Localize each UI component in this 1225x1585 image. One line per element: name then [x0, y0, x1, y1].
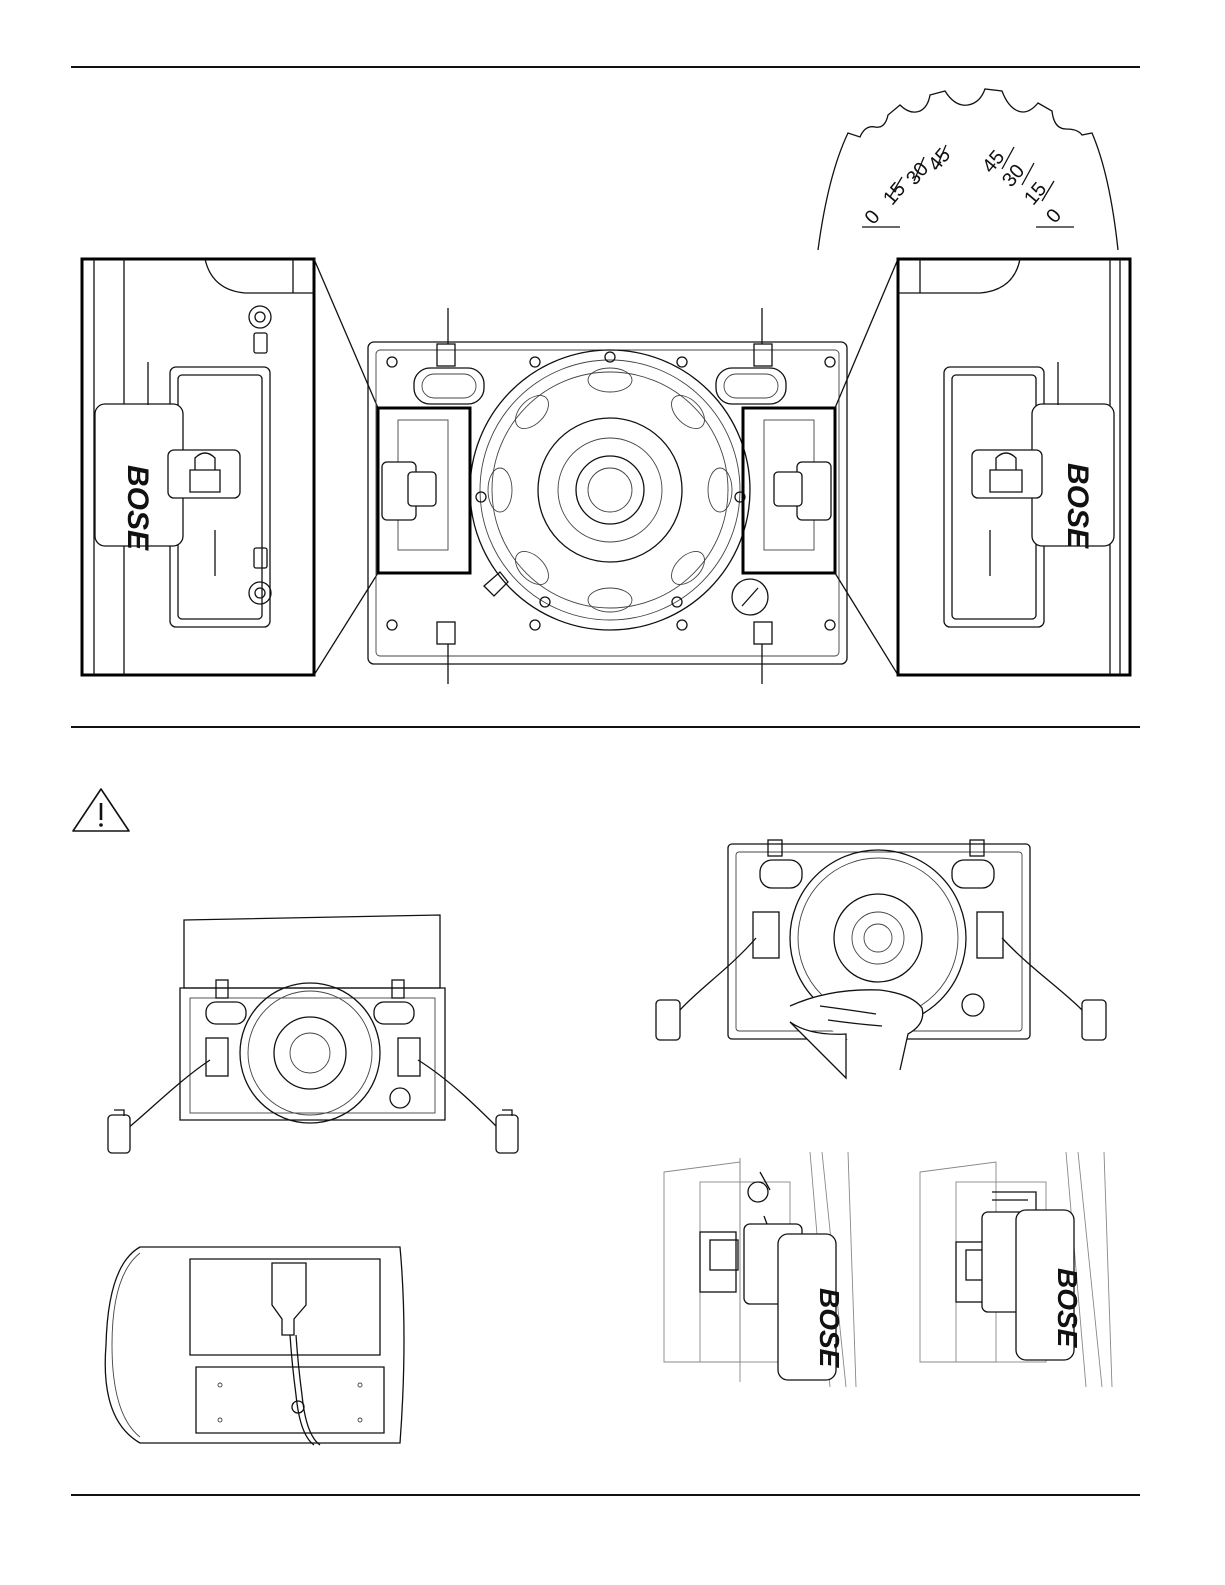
latch-open-illustration: BOSE: [660, 1152, 860, 1387]
grille-removal-illustration: [650, 838, 1120, 1088]
right-detail-zoom: BOSE: [898, 259, 1130, 675]
speaker-tether-illustration: [100, 910, 530, 1160]
warning-triangle-icon: [70, 786, 132, 834]
svg-text:BOSE: BOSE: [814, 1288, 845, 1369]
speaker-back-view: [368, 308, 847, 684]
bottom-rule: [71, 1494, 1140, 1496]
svg-text:BOSE: BOSE: [121, 465, 154, 551]
svg-text:BOSE: BOSE: [1061, 463, 1094, 549]
cable-routing-illustration: [100, 1245, 420, 1450]
left-detail-zoom: BOSE: [82, 259, 314, 675]
svg-text:BOSE: BOSE: [1052, 1268, 1083, 1349]
latch-closed-illustration: BOSE: [916, 1152, 1116, 1387]
bracket-front-diagram: BOSE: [0, 0, 1225, 720]
middle-rule: [71, 726, 1140, 728]
